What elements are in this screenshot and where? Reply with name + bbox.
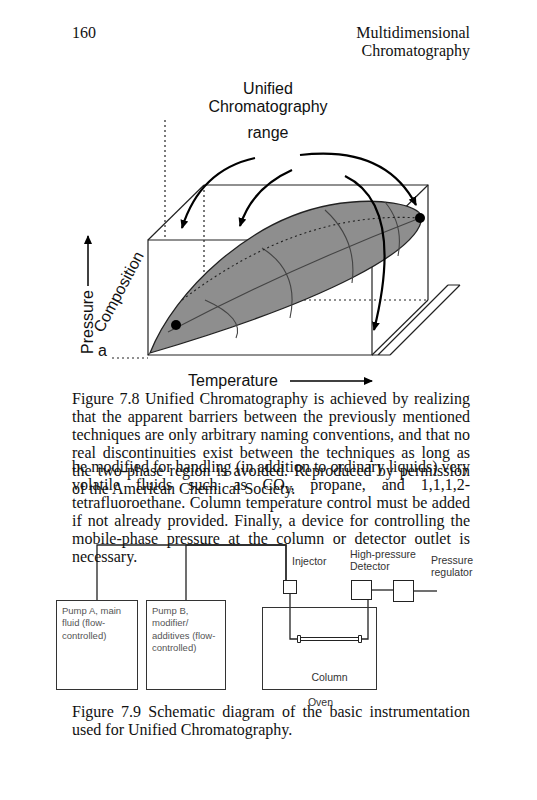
figure-stroke: [205, 300, 238, 338]
detector-symbol: High-pressure Detector: [351, 580, 372, 600]
figure-stroke: [148, 185, 204, 240]
figure-stroke: [300, 154, 416, 205]
node-label: Column: [287, 671, 372, 684]
contour-lines: [168, 202, 420, 338]
point-label: a: [98, 342, 110, 360]
figure-stroke: [345, 176, 385, 330]
temperature-axis-arrow: [290, 380, 372, 382]
column-drawing: [297, 635, 362, 643]
running-head: Multidimensional Chromatography: [250, 24, 470, 60]
tubing-line: [362, 600, 368, 639]
column-outline: [298, 636, 362, 643]
regulator-symbol: Pressure regulator: [393, 580, 414, 602]
outlet-line: [414, 590, 437, 591]
injector-symbol: Injector: [283, 580, 297, 594]
figure-stroke: [164, 120, 165, 240]
pressure-axis-arrow: [87, 236, 89, 286]
column-tube: Column: [297, 635, 362, 643]
pump-box: Pump A, main fluid (flow-controlled): [56, 600, 138, 690]
figure-stroke: [372, 285, 460, 355]
node-label: Injector: [292, 555, 342, 568]
box-solid-edges: [148, 185, 460, 355]
pump-box: Pump B, modifier/ additives (flow-contro…: [146, 600, 226, 690]
box-hidden-edges: [112, 120, 428, 358]
figure-stroke: [240, 170, 292, 226]
figure-caption: Figure 7.9 Schematic diagram of the basi…: [72, 703, 470, 739]
figure-stroke: [112, 357, 148, 358]
figure-heading: range: [228, 124, 308, 142]
oven-box: OvenColumn: [262, 607, 377, 690]
point-dot: [415, 213, 425, 223]
node-text: Pump B, modifier/ additives (flow-contro…: [147, 601, 225, 658]
axis-label: Temperature: [180, 372, 286, 390]
node-label: Oven: [263, 696, 378, 709]
figure-heading: Unified Chromatography: [188, 80, 348, 116]
tubing-line: [290, 594, 297, 639]
node-label: High-pressure Detector: [350, 548, 422, 573]
tubing-line: [372, 589, 393, 590]
point-dot: [171, 320, 181, 330]
page-number: 160: [72, 24, 132, 42]
figure-stroke: [372, 300, 428, 355]
node-label: Pressure regulator: [431, 554, 489, 579]
axis-label: Composition: [90, 249, 148, 336]
range-arrows: [182, 154, 416, 330]
tubing-line: [186, 545, 286, 600]
node-text: Pump A, main fluid (flow-controlled): [57, 601, 137, 646]
